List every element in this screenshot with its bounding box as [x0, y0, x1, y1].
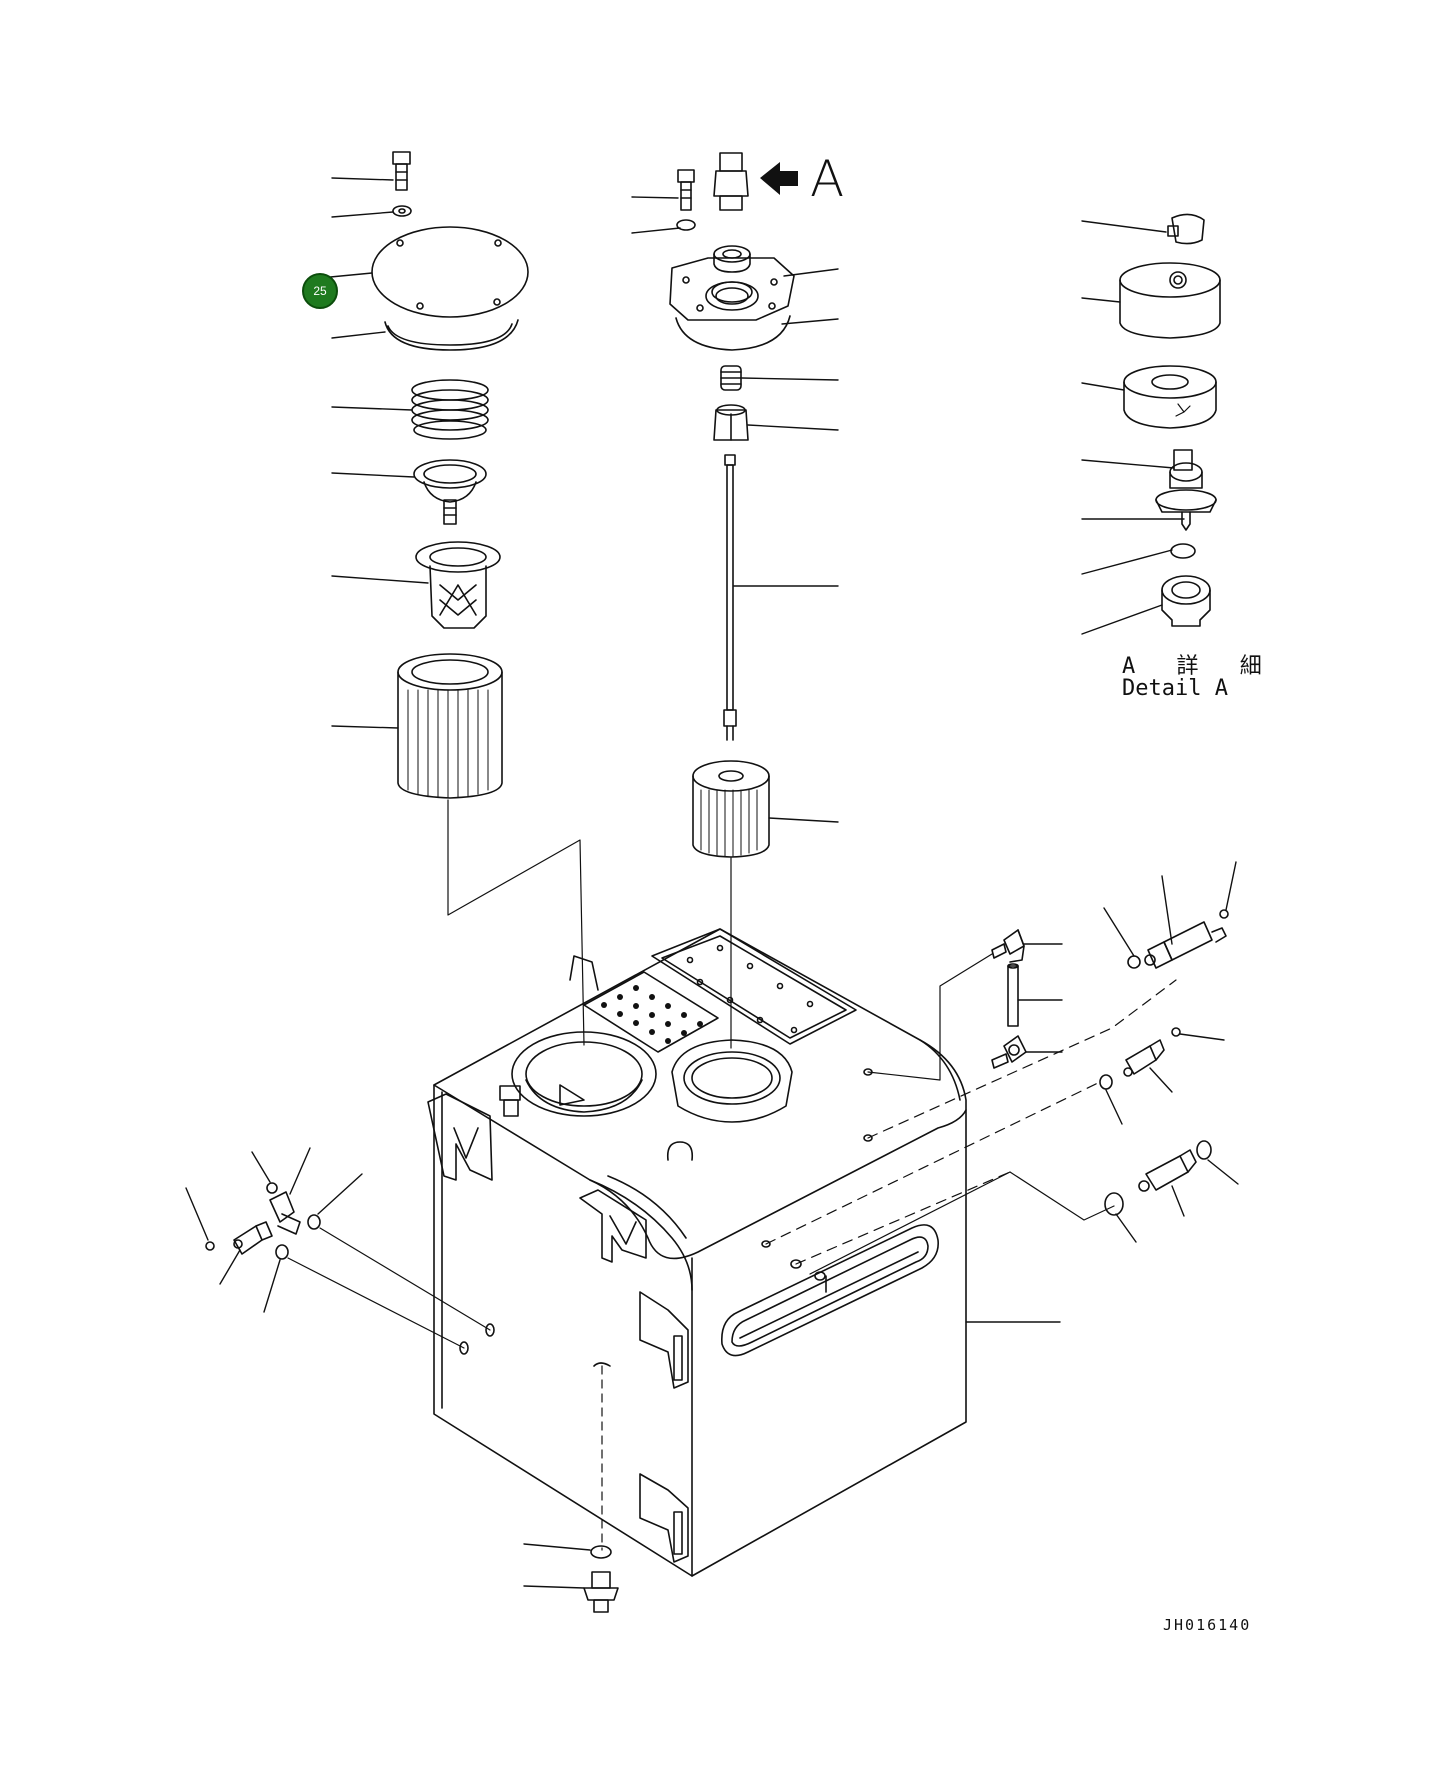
drain-plug	[583, 1571, 619, 1613]
right-connection-path	[867, 979, 1177, 1139]
center-leader-lines	[631, 196, 839, 823]
strainer-spring	[411, 379, 489, 440]
detail-label-english: Detail A	[1122, 676, 1228, 701]
hex-nut	[713, 404, 749, 441]
filler-flange	[669, 257, 795, 321]
cover-o-ring	[384, 319, 519, 351]
left-fittings	[185, 1147, 491, 1349]
tank-side-face	[691, 1109, 967, 1577]
view-arrow	[760, 162, 798, 195]
straight-fitting-lower	[1138, 1149, 1197, 1192]
detail-adapter	[1161, 575, 1211, 627]
detail-valve	[1155, 449, 1217, 531]
top-bracket	[569, 955, 599, 991]
left-filter-stack	[319, 151, 585, 1046]
detail-leader-lines	[1081, 220, 1185, 635]
connecting-pipe	[1007, 963, 1019, 1027]
top-perforated-plate	[583, 971, 719, 1053]
side-mount-bracket-lower	[639, 1473, 689, 1563]
return-port	[671, 1039, 793, 1123]
sight-gauge	[721, 1224, 939, 1357]
filter-element-large	[397, 653, 503, 799]
cover-washer	[392, 205, 412, 217]
sensor-o-ring	[1127, 955, 1141, 969]
straight-fitting-mid	[1123, 1039, 1165, 1077]
left-fitting-leader-lines	[185, 1147, 363, 1313]
breather-seal	[713, 245, 751, 273]
filter-assembly-line	[447, 799, 585, 1046]
pressure-sensor	[1144, 921, 1227, 969]
strainer-basket	[415, 541, 501, 629]
center-filler-stack	[631, 152, 839, 1049]
flange-bolt	[677, 169, 695, 211]
elbow-fitting-left	[233, 1221, 273, 1255]
front-mid-bracket	[579, 1189, 647, 1263]
right-fittings	[867, 861, 1239, 1243]
tank-side-ports	[459, 1068, 873, 1355]
right-leader-lines	[1017, 861, 1239, 1243]
tank-front-face	[433, 1084, 693, 1577]
cover-bolt	[392, 151, 411, 191]
drawing-number: JH016140	[1163, 1616, 1252, 1634]
side-mount-bracket-upper	[639, 1291, 689, 1389]
hydraulic-tank	[427, 928, 1177, 1577]
drain-plug-assembly	[523, 1543, 619, 1613]
filter-element-small	[692, 760, 770, 858]
part-callout-badge[interactable]: 25	[302, 273, 338, 309]
detail-housing	[1119, 262, 1221, 339]
tank-top	[433, 928, 967, 1260]
top-inspection-cover	[651, 928, 857, 1045]
view-arrow-label: A	[810, 150, 845, 208]
flange-washer	[676, 219, 696, 231]
left-leader-lines	[319, 177, 429, 729]
detail-a-breather-exploded	[1081, 213, 1221, 635]
bypass-valve	[413, 459, 487, 525]
detail-element	[1123, 365, 1217, 429]
elbow-fitting-lower	[991, 1035, 1027, 1069]
cover-plate	[371, 226, 529, 318]
flange-gasket	[675, 315, 791, 351]
elbow-fitting-center	[269, 1191, 301, 1235]
elbow-fitting-upper	[991, 929, 1025, 963]
detail-label-japanese: A 詳 細	[1122, 654, 1276, 679]
detail-o-ring	[1170, 543, 1196, 559]
detail-cap	[1167, 213, 1205, 245]
suction-port	[511, 1031, 657, 1117]
lift-hook	[666, 1141, 694, 1161]
check-spring	[720, 365, 742, 391]
front-left-bracket	[427, 1093, 493, 1181]
breather	[713, 152, 749, 211]
drain-o-ring	[590, 1545, 612, 1559]
level-rod	[723, 454, 737, 741]
hose-clamp	[499, 1085, 521, 1117]
